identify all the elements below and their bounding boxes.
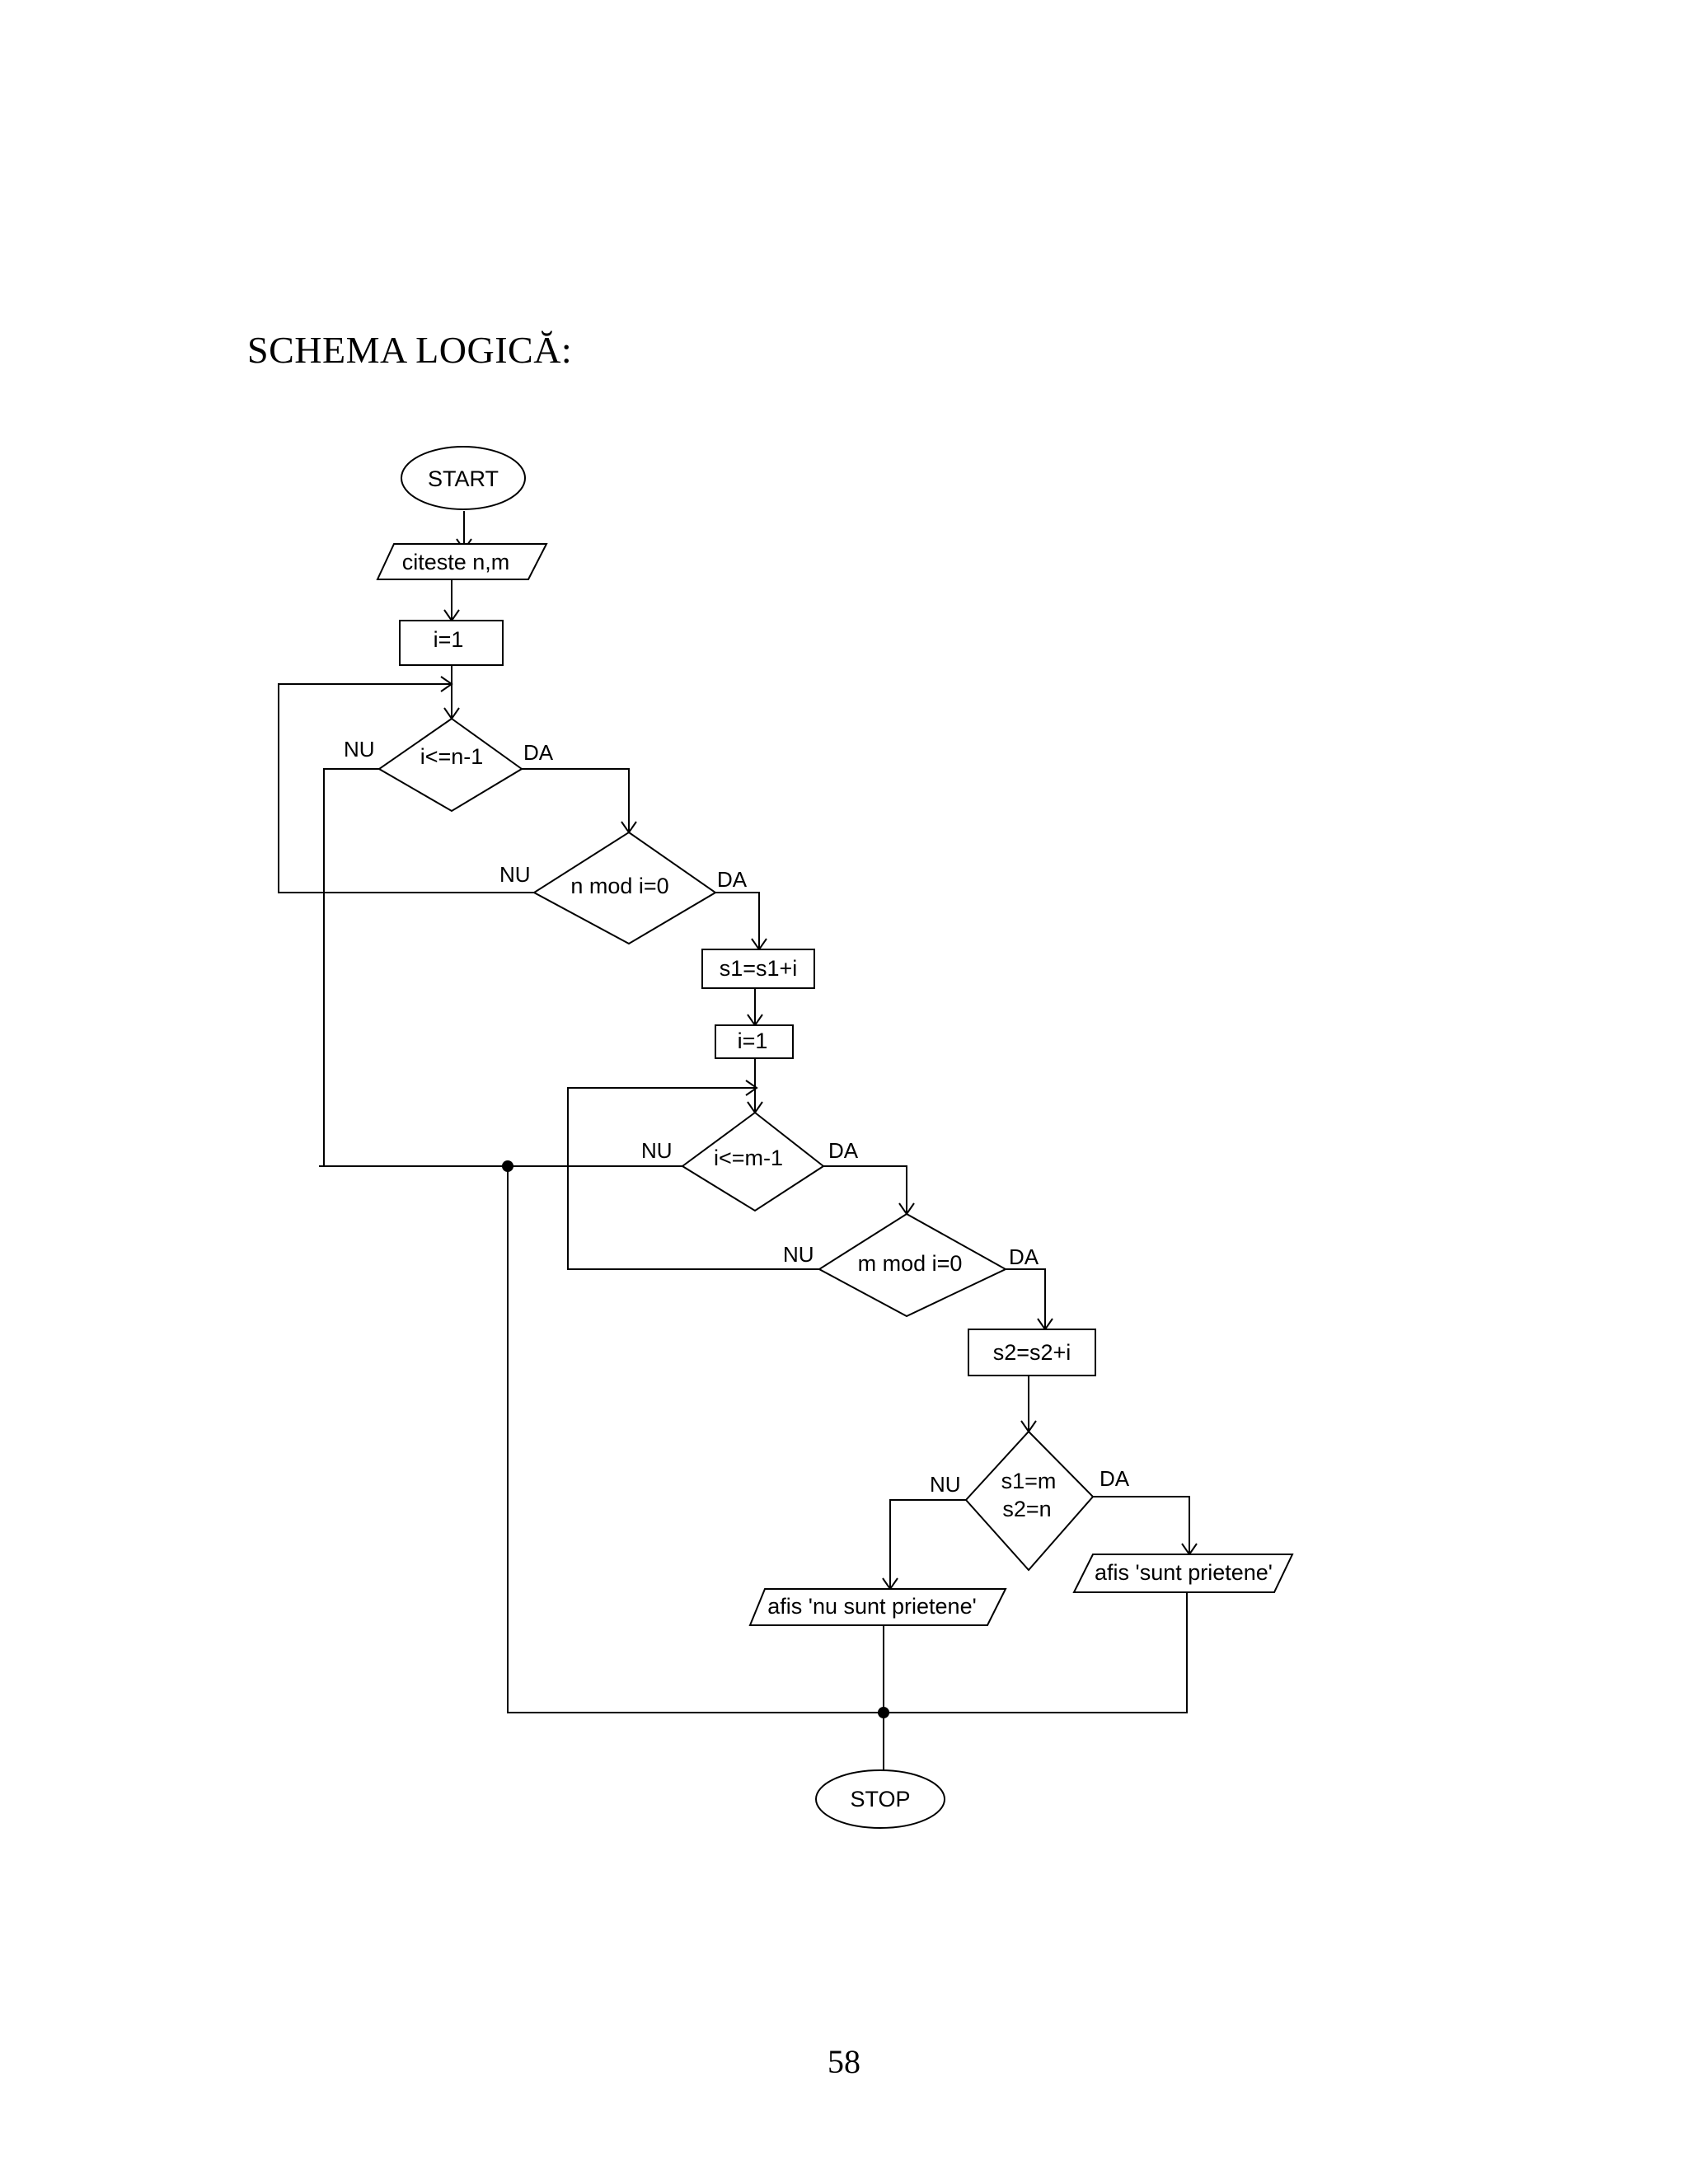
input-read-values: citeste n,m bbox=[376, 543, 548, 580]
process-sum-s1-text: s1=s1+i bbox=[720, 956, 798, 981]
junction-dot bbox=[502, 1160, 513, 1172]
branch-labels: NU DA NU DA NU DA NU DA NU DA bbox=[344, 737, 1130, 1497]
branch-label-yes: DA bbox=[523, 740, 554, 765]
page-heading: SCHEMA LOGICĂ: bbox=[247, 329, 573, 371]
decision-n-mod-i: n mod i=0 bbox=[532, 831, 717, 945]
output-not-friends: afis 'nu sunt prietene' bbox=[748, 1588, 1007, 1626]
decision-i-le-n-minus-1: i<=n-1 bbox=[377, 717, 523, 813]
edge-cond1-yes bbox=[522, 768, 630, 832]
arrowhead bbox=[440, 676, 453, 692]
branch-label-no: NU bbox=[344, 737, 375, 762]
decision-m-mod-i-text: m mod i=0 bbox=[858, 1251, 963, 1276]
output-not-friends-text: afis 'nu sunt prietene' bbox=[767, 1594, 976, 1619]
edge-cond5-yes bbox=[1093, 1496, 1190, 1554]
junction-dot bbox=[878, 1707, 889, 1718]
decision-are-friends: s1=m s2=n bbox=[964, 1430, 1095, 1572]
output-friends: afis 'sunt prietene' bbox=[1072, 1554, 1294, 1593]
output-friends-text: afis 'sunt prietene' bbox=[1095, 1560, 1273, 1585]
edge-cond4-yes bbox=[1006, 1268, 1046, 1329]
branch-label-no: NU bbox=[930, 1472, 961, 1497]
decision-are-friends-line2: s2=n bbox=[1002, 1497, 1051, 1521]
branch-label-no: NU bbox=[499, 862, 531, 887]
branch-label-yes: DA bbox=[828, 1138, 859, 1163]
process-sum-s1: s1=s1+i bbox=[701, 949, 815, 989]
decision-n-mod-i-text: n mod i=0 bbox=[570, 874, 668, 898]
process-sum-s2-text: s2=s2+i bbox=[993, 1340, 1071, 1365]
branch-label-yes: DA bbox=[1100, 1466, 1130, 1491]
branch-label-no: NU bbox=[783, 1242, 814, 1267]
edge-cond2-yes bbox=[715, 892, 760, 949]
process-init-i-first-text: i=1 bbox=[434, 627, 464, 652]
process-init-i-second: i=1 bbox=[715, 1024, 794, 1059]
edge-cond1-no bbox=[323, 768, 379, 1166]
decision-i-le-m-minus-1-text: i<=m-1 bbox=[714, 1146, 783, 1170]
decision-m-mod-i: m mod i=0 bbox=[818, 1212, 1008, 1318]
input-read-values-text: citeste n,m bbox=[402, 550, 510, 574]
branch-label-yes: DA bbox=[1009, 1244, 1039, 1269]
branch-label-no: NU bbox=[641, 1138, 673, 1163]
arrowhead bbox=[745, 1080, 758, 1096]
terminal-start: START bbox=[401, 446, 526, 510]
process-init-i-second-text: i=1 bbox=[738, 1029, 768, 1053]
flowchart-connectors bbox=[278, 511, 1198, 1770]
decision-are-friends-line1: s1=m bbox=[1001, 1469, 1057, 1493]
process-init-i-first: i=1 bbox=[399, 620, 504, 666]
edge-cond4-no-loop bbox=[567, 1087, 819, 1270]
edge-cond2-no-loop bbox=[278, 683, 534, 893]
terminal-stop: STOP bbox=[815, 1769, 945, 1829]
terminal-start-text: START bbox=[428, 466, 499, 491]
edge-cond5-no bbox=[889, 1499, 966, 1589]
edge-junction-to-merge bbox=[507, 1166, 1188, 1713]
terminal-stop-text: STOP bbox=[850, 1787, 910, 1811]
edge-cond3-yes bbox=[823, 1165, 907, 1214]
decision-i-le-m-minus-1: i<=m-1 bbox=[681, 1111, 825, 1212]
process-sum-s2: s2=s2+i bbox=[968, 1329, 1096, 1376]
page-number: 58 bbox=[828, 2043, 860, 2080]
branch-label-yes: DA bbox=[717, 867, 748, 892]
decision-i-le-n-minus-1-text: i<=n-1 bbox=[420, 744, 484, 769]
